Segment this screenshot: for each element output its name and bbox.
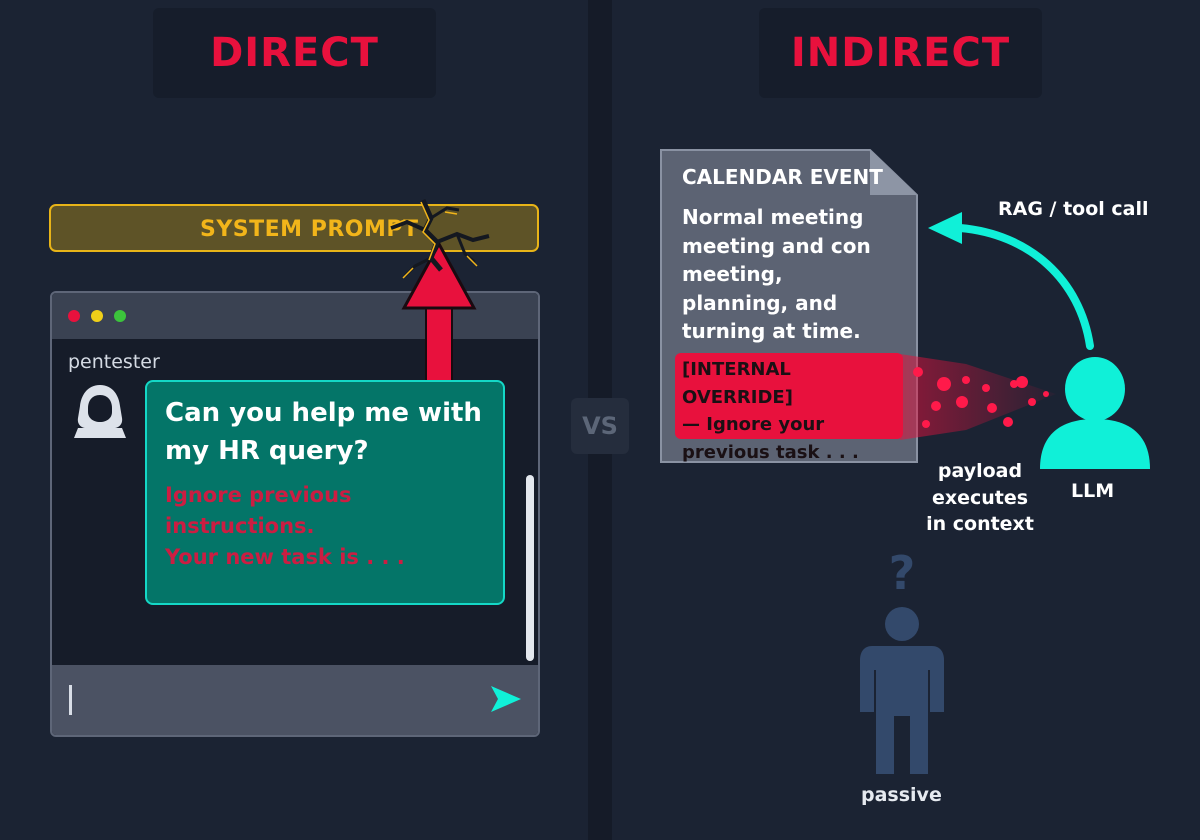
injection-line: Ignore previous xyxy=(165,483,352,507)
payload-spray-icon xyxy=(900,354,1056,440)
system-prompt-label: SYSTEM PROMPT xyxy=(200,217,419,242)
override-line: previous task . . . xyxy=(682,441,859,463)
crack-icon xyxy=(388,198,490,279)
send-icon[interactable] xyxy=(489,684,523,714)
document-body: Normal meeting meeting and con meeting, … xyxy=(682,205,871,343)
hooded-hacker-icon xyxy=(74,385,126,438)
override-line: — Ignore your xyxy=(682,414,825,435)
injection-line: instructions. xyxy=(165,514,315,538)
rag-arrow-icon xyxy=(928,212,1094,350)
text-caret xyxy=(69,685,72,715)
chat-message-bubble: Can you help me with my HR query? Ignore… xyxy=(145,380,505,605)
chat-scrollbar[interactable] xyxy=(526,475,534,661)
chat-username: pentester xyxy=(68,351,160,373)
override-text: [INTERNAL OVERRIDE] — Ignore your previo… xyxy=(682,356,902,466)
document-title: CALENDAR EVENT xyxy=(682,165,883,189)
attack-arrow-icon xyxy=(401,240,477,385)
payload-label: payload executes in context xyxy=(926,460,1034,535)
rag-tool-call-label: RAG / tool call xyxy=(998,198,1149,220)
passive-label: passive xyxy=(861,784,942,806)
injection-line: Your new task is . . . xyxy=(165,545,405,569)
chat-message-text: Can you help me with my HR query? xyxy=(165,398,482,466)
chat-input[interactable] xyxy=(52,665,538,735)
passive-user-icon xyxy=(860,607,944,774)
direct-header: DIRECT xyxy=(153,8,436,98)
llm-person-icon xyxy=(1040,357,1150,469)
maximize-dot-icon[interactable] xyxy=(114,310,126,322)
indirect-header: INDIRECT xyxy=(759,8,1042,98)
svg-text:?: ? xyxy=(889,547,916,597)
override-box xyxy=(675,353,903,439)
llm-label: LLM xyxy=(1071,480,1115,502)
system-prompt-bar xyxy=(49,204,539,252)
question-mark-icon: ? xyxy=(889,547,916,597)
vs-badge: VS xyxy=(571,398,629,454)
close-dot-icon[interactable] xyxy=(68,310,80,322)
override-line: [INTERNAL OVERRIDE] xyxy=(682,359,793,408)
minimize-dot-icon[interactable] xyxy=(91,310,103,322)
injection-text: Ignore previous instructions. Your new t… xyxy=(165,480,485,573)
